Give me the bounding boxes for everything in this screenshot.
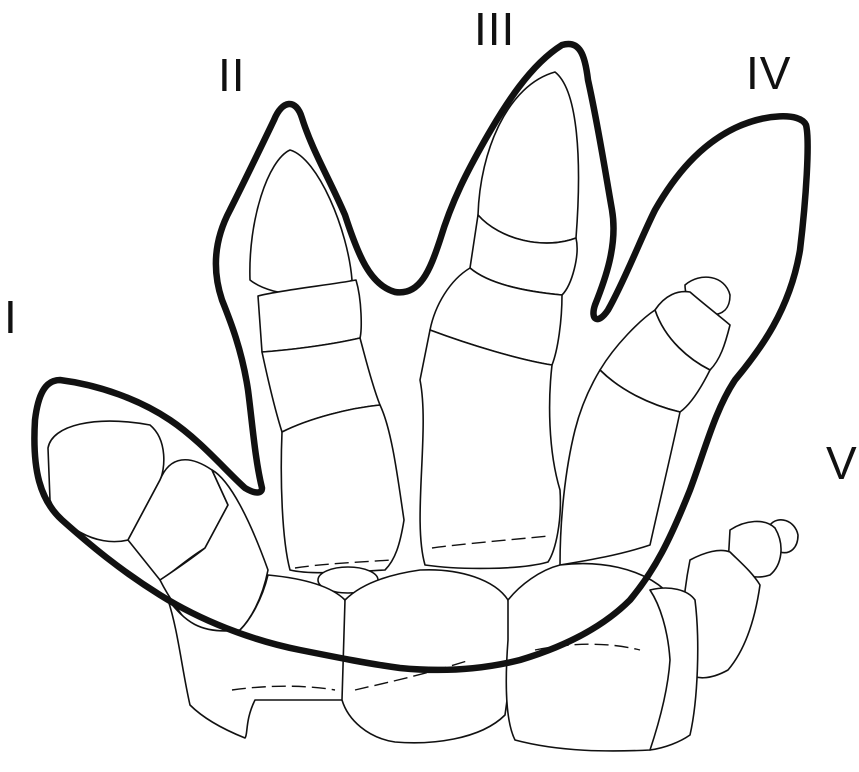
label-digit-4: IV [746, 50, 791, 96]
digit-3-bones [420, 72, 578, 568]
digit-2-metacarpal [281, 405, 404, 573]
label-digit-1: I [4, 294, 18, 340]
label-digit-3: III [474, 6, 515, 52]
digit-2-ungual [250, 150, 352, 294]
digit-5-bones [682, 520, 798, 678]
digit-1-bones [48, 421, 268, 635]
label-digit-5: V [826, 440, 858, 486]
label-digit-2: II [218, 52, 246, 98]
digit-2-bones [250, 150, 404, 593]
carpal-2 [342, 570, 511, 743]
digit-3-metacarpal [420, 330, 560, 568]
digit-3-ungual [478, 72, 578, 243]
digit-4-bones [560, 277, 730, 565]
